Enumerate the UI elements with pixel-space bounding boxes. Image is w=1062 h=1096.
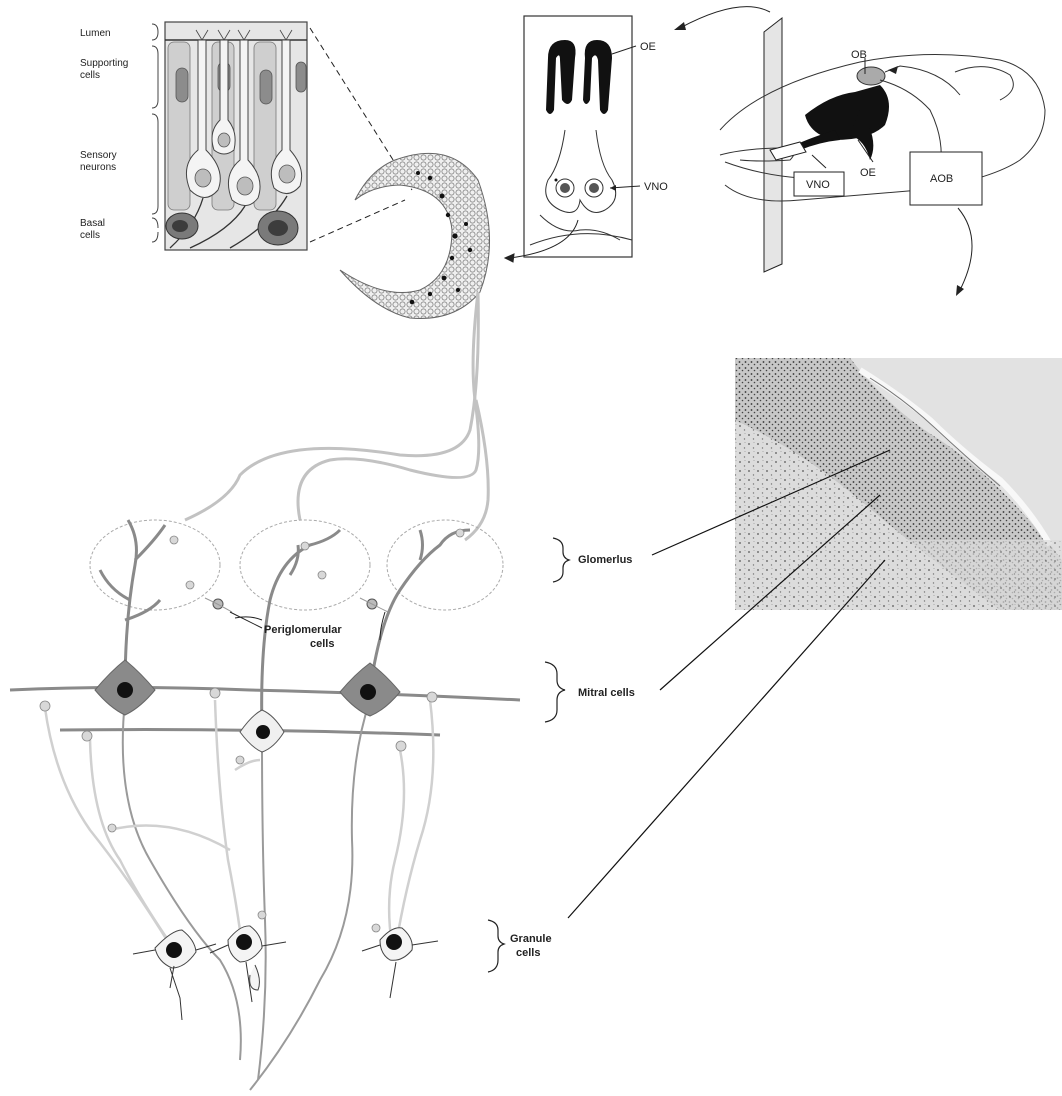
vno-crescent [340, 153, 490, 318]
label-periglomerular-2: cells [310, 638, 334, 650]
label-granule-1: Granule [510, 933, 552, 945]
epithelium-brackets [152, 24, 158, 242]
label-supporting-1: Supporting [80, 58, 128, 69]
label-basal-2: cells [80, 230, 100, 241]
label-vno-section: VNO [644, 181, 668, 193]
label-vno-box: VNO [806, 179, 830, 191]
histology-micrograph [735, 358, 1062, 610]
label-sensory-2: neurons [80, 162, 116, 173]
long-axons [123, 700, 370, 1090]
bulb-braces [488, 538, 569, 972]
periglomerular-pointer [230, 612, 262, 628]
label-oe-head: OE [860, 167, 876, 179]
nasal-section: OE VNO [524, 16, 668, 257]
label-glomerulus: Glomerlus [578, 554, 632, 566]
label-ob: OB [851, 49, 867, 61]
granule-dendrites [45, 700, 433, 950]
label-lumen: Lumen [80, 28, 111, 39]
bulb-circuit: Glomerlus Periglomerular cells Mitral ce… [10, 520, 635, 1090]
label-periglomerular-1: Periglomerular [264, 624, 342, 636]
label-sensory-1: Sensory [80, 150, 117, 161]
section-plane [764, 18, 782, 272]
label-basal-1: Basal [80, 218, 105, 229]
label-mitral: Mitral cells [578, 687, 635, 699]
label-supporting-2: cells [80, 70, 100, 81]
vno-fibers [185, 292, 488, 540]
zoom-lines [310, 28, 412, 242]
epithelium-inset: Lumen Supporting cells Sensory neurons B… [80, 22, 307, 250]
label-oe-section: OE [640, 41, 656, 53]
label-aob-box: AOB [930, 173, 953, 185]
curved-arrow-head [674, 22, 686, 30]
mitral-cells [95, 660, 400, 752]
label-granule-2: cells [516, 947, 540, 959]
head-diagram: OB OE VNO AOB [674, 7, 1045, 296]
granule-cells [133, 926, 438, 1020]
